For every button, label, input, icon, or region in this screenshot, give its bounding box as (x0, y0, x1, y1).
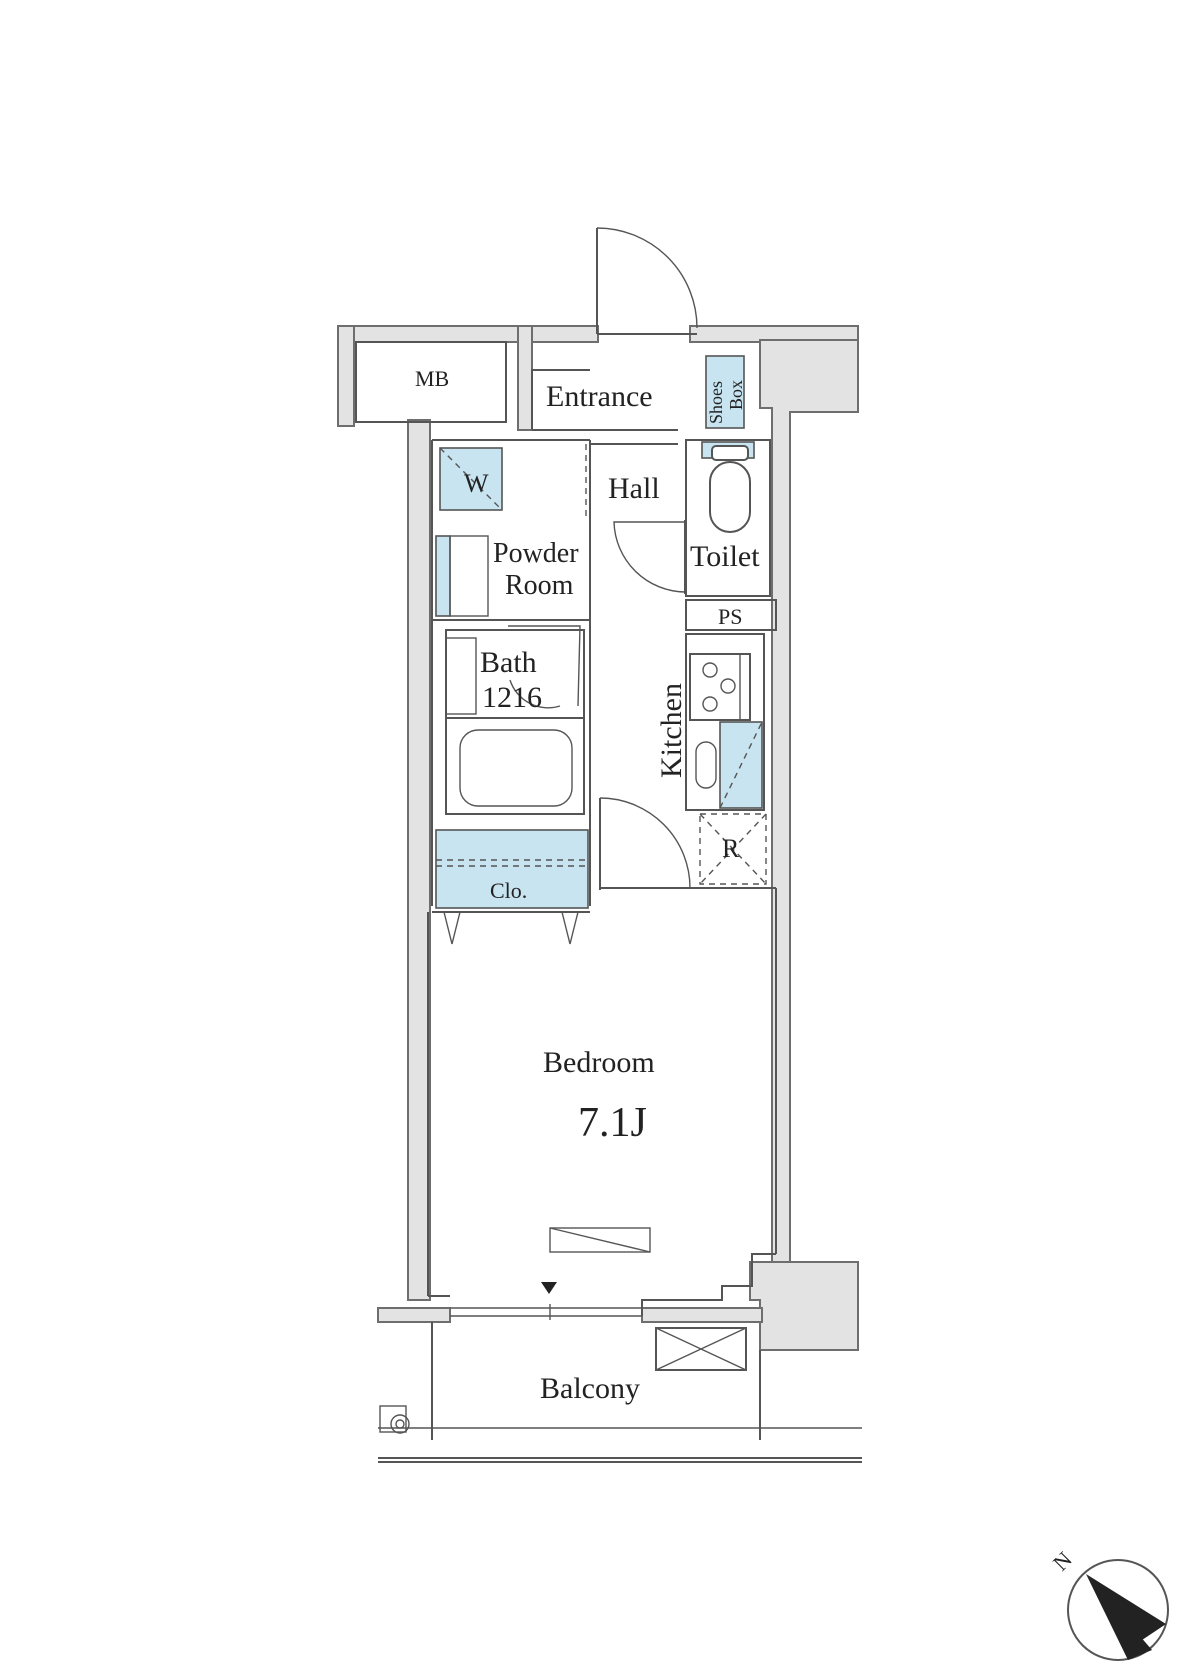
shoes-box (705, 355, 745, 429)
box-label: Box (726, 380, 746, 410)
fixtures (435, 355, 763, 909)
bedroom-size-label: 7.1J (578, 1100, 647, 1146)
compass: N (1048, 1547, 1169, 1661)
balcony-label: Balcony (540, 1372, 640, 1405)
compass-circle (1067, 1559, 1169, 1661)
north-label: N (1048, 1547, 1077, 1576)
closet (435, 829, 589, 909)
entrance-label: Entrance (546, 380, 653, 413)
stove (689, 653, 751, 721)
hall-label: Hall (608, 472, 660, 505)
closet-label: Clo. (490, 878, 527, 903)
compass-arrow-icon (1086, 1574, 1166, 1640)
mb-label: MB (415, 366, 449, 391)
ps-label: PS (718, 604, 742, 629)
bedroom-label: Bedroom (543, 1046, 655, 1079)
bath-size-label: 1216 (482, 681, 542, 714)
room-label: Room (505, 570, 574, 601)
kitchen-label: Kitchen (655, 683, 688, 778)
shoes-label: Shoes (706, 381, 726, 424)
refrigerator-label: R (722, 834, 740, 863)
interior-lines (355, 227, 862, 1463)
vanity (435, 535, 451, 617)
bath-label: Bath (480, 646, 537, 679)
labels: MB Entrance Shoes Box Hall Toilet W Powd… (415, 366, 760, 1405)
washer-label: W (464, 469, 489, 498)
walls (337, 325, 859, 1351)
toilet-bowl (711, 445, 749, 461)
powder-label: Powder (493, 538, 579, 569)
toilet-label: Toilet (690, 540, 760, 573)
